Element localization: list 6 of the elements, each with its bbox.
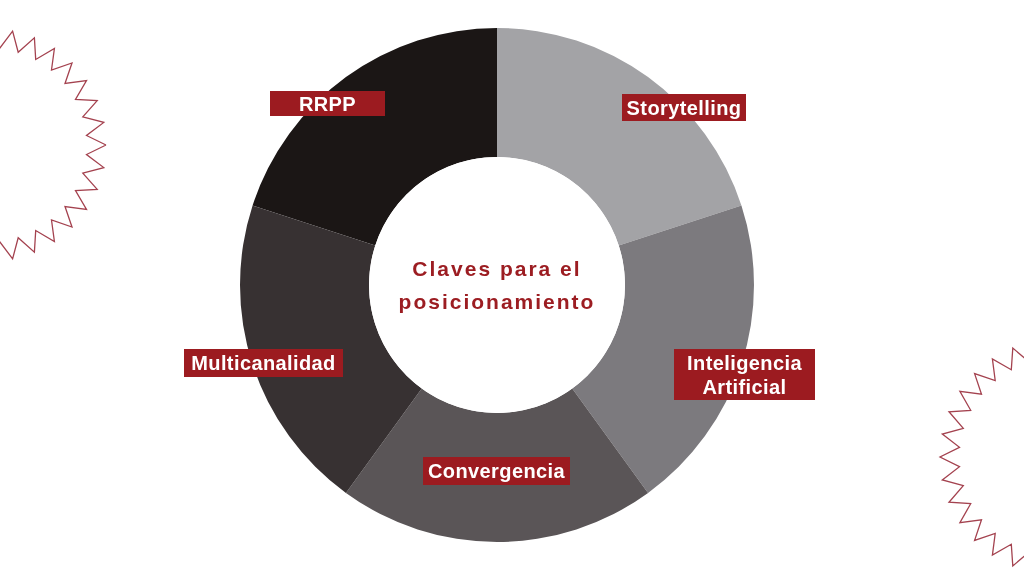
segment-label: Multicanalidad: [184, 349, 343, 377]
segment-label: Storytelling: [622, 94, 746, 121]
segment-label: Convergencia: [423, 457, 570, 485]
segment-label: Inteligencia Artificial: [674, 349, 815, 400]
center-title: Claves para el posicionamiento: [397, 256, 597, 315]
segment-label: RRPP: [270, 91, 385, 116]
